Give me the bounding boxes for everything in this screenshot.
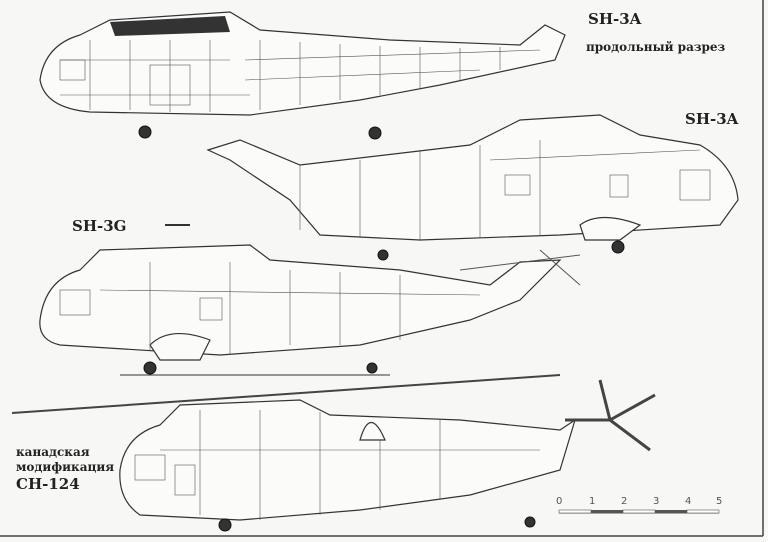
sh3g-title: SH-3G — [72, 217, 127, 235]
scale-tick-label: 5 — [716, 496, 723, 507]
sh3a-cutaway-drawing — [39, 11, 566, 140]
scale-tick-label: 4 — [685, 496, 692, 507]
ch124-caption-line2: модификация — [16, 460, 115, 474]
sh3g-drawing — [39, 224, 581, 376]
ch124-drawing — [11, 374, 656, 532]
scale-tick-label: 0 — [556, 496, 563, 507]
scale-bar — [558, 509, 720, 514]
scale-tick-label: 1 — [589, 496, 596, 507]
sh3a-cutaway-subtitle: продольный разрез — [586, 40, 726, 54]
sh3a-side-title: SH-3A — [685, 110, 739, 128]
scale-tick-label: 3 — [653, 496, 660, 507]
sh3a-side-drawing — [206, 114, 739, 261]
ch124-title: CH-124 — [16, 475, 80, 493]
sh3a-cutaway-title: SH-3A — [588, 10, 642, 28]
ch124-caption-line1: канадская — [16, 445, 90, 459]
scale-tick-label: 2 — [621, 496, 628, 507]
